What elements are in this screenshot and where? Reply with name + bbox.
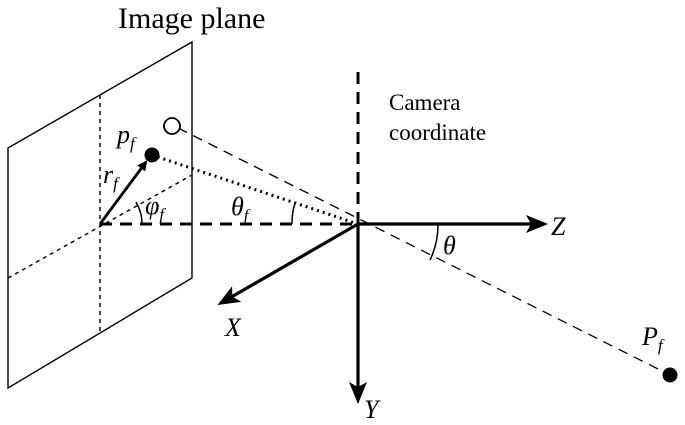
radius-arrow [98,160,148,225]
phi-angle-arc [135,201,143,225]
image-point-dot [144,147,160,163]
plane-horizontal-axis [7,174,193,279]
radius-label: rf [103,160,120,193]
theta-angle-arc [429,223,439,261]
x-axis-label: X [224,313,242,342]
theta-f-angle-label: θf [231,192,251,225]
image-plane-title: Image plane [118,2,265,35]
y-axis-label: Y [364,395,381,424]
image-plane [7,40,193,390]
camera-label-line1: Camera [389,90,461,115]
phi-angle-label: φf [145,191,166,224]
world-point-label: Pf [641,322,665,355]
image-point-label: pf [115,120,137,153]
theta-angle-label: θ [443,231,456,260]
x-axis-arrow [217,222,359,305]
projection-ray [177,127,671,376]
q-circle [163,117,181,135]
camera-label-line2: coordinate [389,120,486,145]
world-point-dot [662,367,678,383]
dotted-ray [151,153,359,226]
z-axis-label: Z [551,212,566,241]
theta-f-angle-arc [291,202,296,225]
